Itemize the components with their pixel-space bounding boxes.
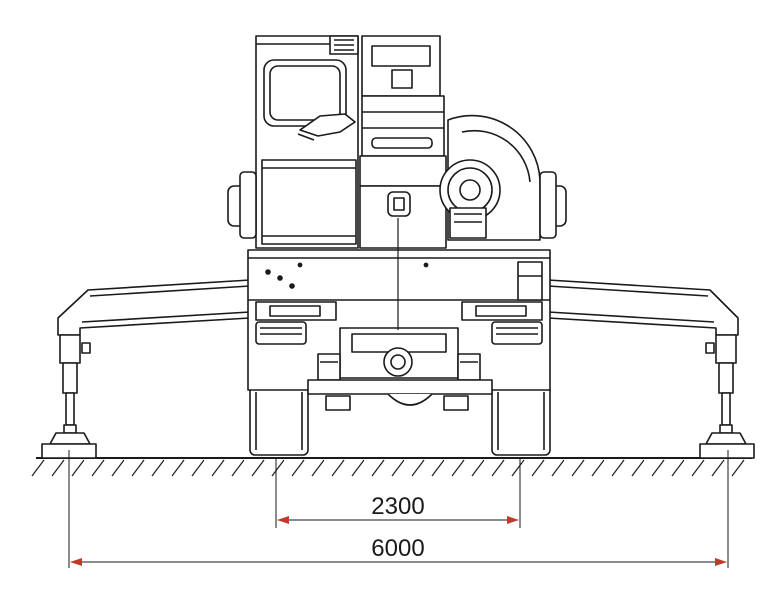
track-width-label: 2300	[371, 493, 424, 520]
track-width-dimension: 2300	[277, 493, 519, 524]
superstructure	[359, 35, 447, 330]
left-track	[249, 384, 309, 456]
right-track	[491, 384, 551, 456]
outrigger-span-label: 6000	[371, 535, 424, 562]
ground-line	[31, 457, 752, 477]
left-outrigger	[41, 279, 251, 459]
right-lamp	[539, 171, 567, 239]
operator-cab	[255, 35, 359, 249]
winch-drum	[439, 114, 541, 241]
undercarriage	[247, 249, 551, 411]
left-lamp	[227, 171, 257, 239]
right-outrigger	[547, 279, 755, 459]
outrigger-span-dimension: 6000	[70, 535, 727, 566]
